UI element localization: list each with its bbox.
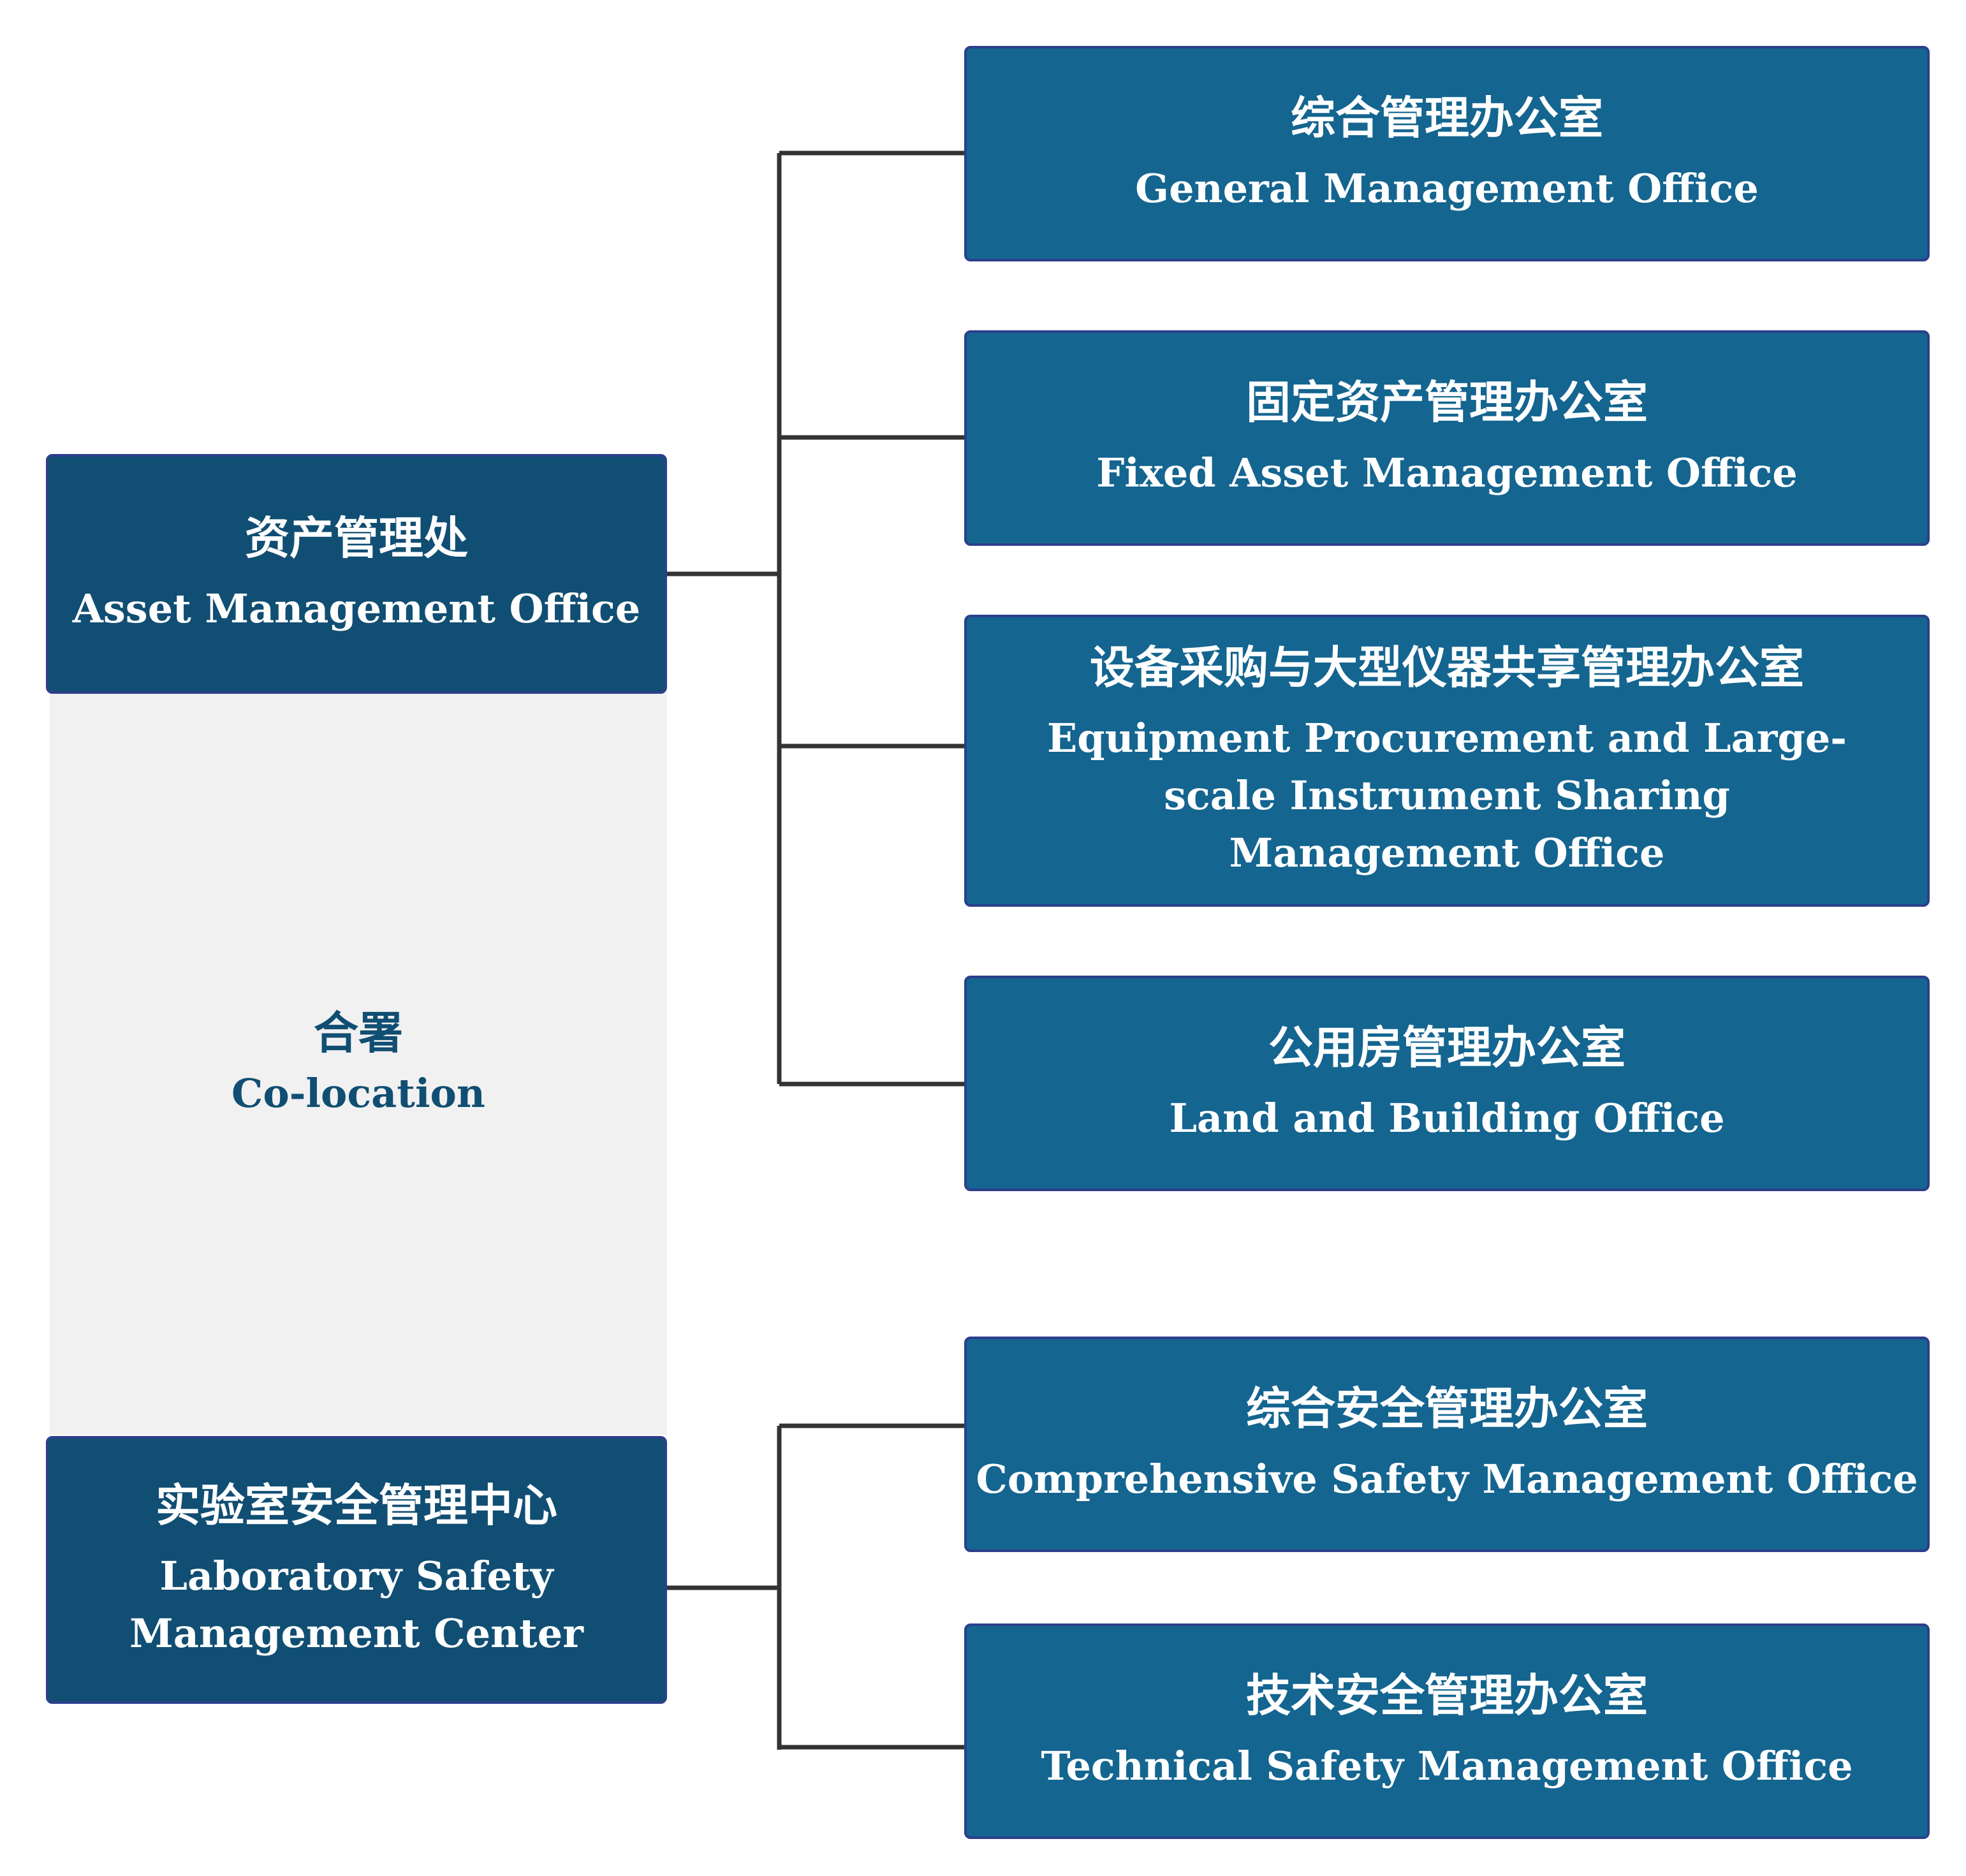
colocation-label-en: Co-location bbox=[231, 1070, 485, 1117]
parent-node-title-en: Laboratory Safety Management Center bbox=[129, 1553, 583, 1657]
colocation-label-cn: 合署 bbox=[314, 1007, 403, 1059]
child-node-title-cn: 设备采购与大型仪器共享管理办公室 bbox=[1090, 641, 1804, 694]
child-node-title-cn: 技术安全管理办公室 bbox=[1246, 1669, 1648, 1722]
child-node-title-cn: 综合管理办公室 bbox=[1291, 92, 1603, 144]
child-node-title-en: Equipment Procurement and Large-scale In… bbox=[1046, 715, 1847, 876]
child-node-title-cn: 固定资产管理办公室 bbox=[1246, 376, 1648, 429]
child-node-comprehensive-safety-management-office: 综合安全管理办公室 Comprehensive Safety Managemen… bbox=[964, 1337, 1930, 1552]
child-node-title-en: Comprehensive Safety Management Office bbox=[976, 1456, 1918, 1502]
child-node-title-en: Technical Safety Management Office bbox=[1041, 1743, 1853, 1789]
parent-node-asset-management-office: 资产管理处 Asset Management Office bbox=[46, 454, 667, 694]
colocation-band: 合署 Co-location bbox=[50, 693, 667, 1435]
child-node-title-en: Land and Building Office bbox=[1169, 1095, 1725, 1141]
parent-node-title-en: Asset Management Office bbox=[72, 585, 641, 632]
child-node-technical-safety-management-office: 技术安全管理办公室 Technical Safety Management Of… bbox=[964, 1623, 1930, 1839]
parent-node-laboratory-safety-management-center: 实验室安全管理中心 Laboratory Safety Management C… bbox=[46, 1436, 667, 1704]
child-node-general-management-office: 综合管理办公室 General Management Office bbox=[964, 46, 1930, 261]
parent-node-title-cn: 资产管理处 bbox=[245, 512, 468, 564]
child-node-land-and-building-office: 公用房管理办公室 Land and Building Office bbox=[964, 976, 1930, 1191]
child-node-title-cn: 综合安全管理办公室 bbox=[1246, 1382, 1648, 1435]
child-node-title-cn: 公用房管理办公室 bbox=[1268, 1022, 1625, 1074]
child-node-fixed-asset-management-office: 固定资产管理办公室 Fixed Asset Management Office bbox=[964, 330, 1930, 546]
child-node-equipment-procurement-office: 设备采购与大型仪器共享管理办公室 Equipment Procurement a… bbox=[964, 615, 1930, 907]
child-node-title-en: Fixed Asset Management Office bbox=[1096, 450, 1798, 496]
parent-node-title-cn: 实验室安全管理中心 bbox=[156, 1479, 557, 1532]
child-node-title-en: General Management Office bbox=[1135, 165, 1759, 212]
